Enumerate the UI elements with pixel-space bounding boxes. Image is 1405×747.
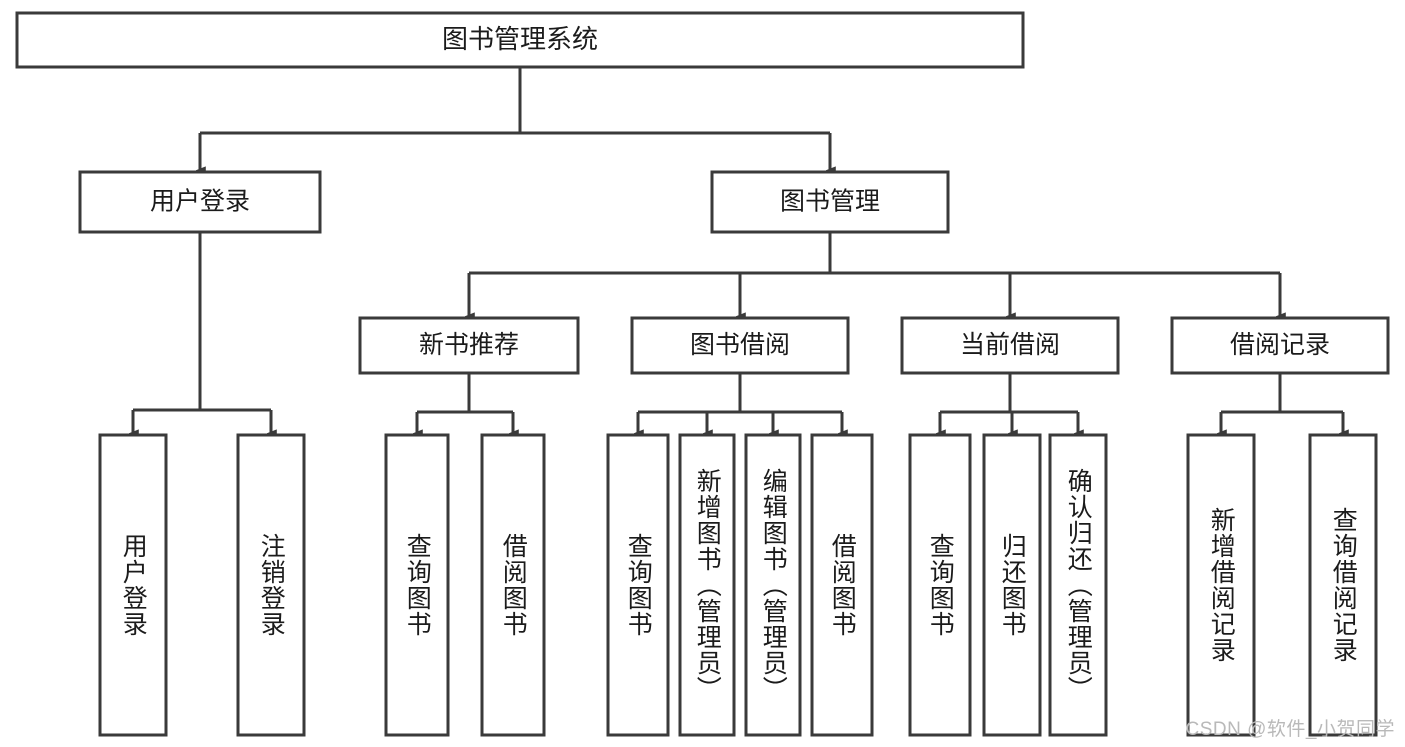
level3-node-图书借阅-box[interactable] — [630, 316, 850, 375]
leaf-node-借阅图书-box[interactable] — [480, 433, 546, 737]
level3-node-借阅记录-box[interactable] — [1170, 316, 1390, 375]
leaf-node-新增借阅记录-box[interactable] — [1186, 433, 1256, 737]
level2-node-图书管理-label: 图书管理 — [780, 188, 880, 216]
root-node-图书管理系统-label: 图书管理系统 — [442, 24, 598, 54]
connector-layer — [133, 67, 1343, 434]
leaf-node-查询借阅记录-box[interactable] — [1308, 433, 1378, 737]
level3-node-当前借阅-label: 当前借阅 — [960, 331, 1060, 359]
leaf-node-查询图书-box[interactable] — [908, 433, 972, 737]
level3-node-借阅记录-label: 借阅记录 — [1230, 331, 1330, 359]
leaf-node-编辑图书管理员-box[interactable] — [744, 433, 802, 737]
leaf-node-新增图书管理员-box[interactable] — [678, 433, 736, 737]
watermark-text: CSDN @软件_小贺同学 — [1185, 719, 1395, 740]
level3-node-图书借阅-label: 图书借阅 — [690, 331, 790, 359]
leaf-node-注销登录-box[interactable] — [236, 433, 306, 737]
leaf-node-用户登录-box[interactable] — [98, 433, 168, 737]
root-node-图书管理系统-box[interactable] — [15, 11, 1025, 69]
leaf-node-查询图书-box[interactable] — [606, 433, 670, 737]
level3-node-当前借阅-box[interactable] — [900, 316, 1120, 375]
leaf-node-归还图书-box[interactable] — [982, 433, 1042, 737]
leaf-node-确认归还管理员-box[interactable] — [1048, 433, 1108, 737]
level2-node-用户登录-box[interactable] — [78, 170, 322, 234]
level3-node-新书推荐-box[interactable] — [358, 316, 580, 375]
level3-node-新书推荐-label: 新书推荐 — [419, 331, 519, 359]
level2-node-图书管理-box[interactable] — [710, 170, 950, 234]
leaf-node-查询图书-box[interactable] — [384, 433, 450, 737]
node-box-layer — [15, 11, 1390, 737]
leaf-node-借阅图书-box[interactable] — [810, 433, 874, 737]
level2-node-用户登录-label: 用户登录 — [150, 188, 250, 216]
